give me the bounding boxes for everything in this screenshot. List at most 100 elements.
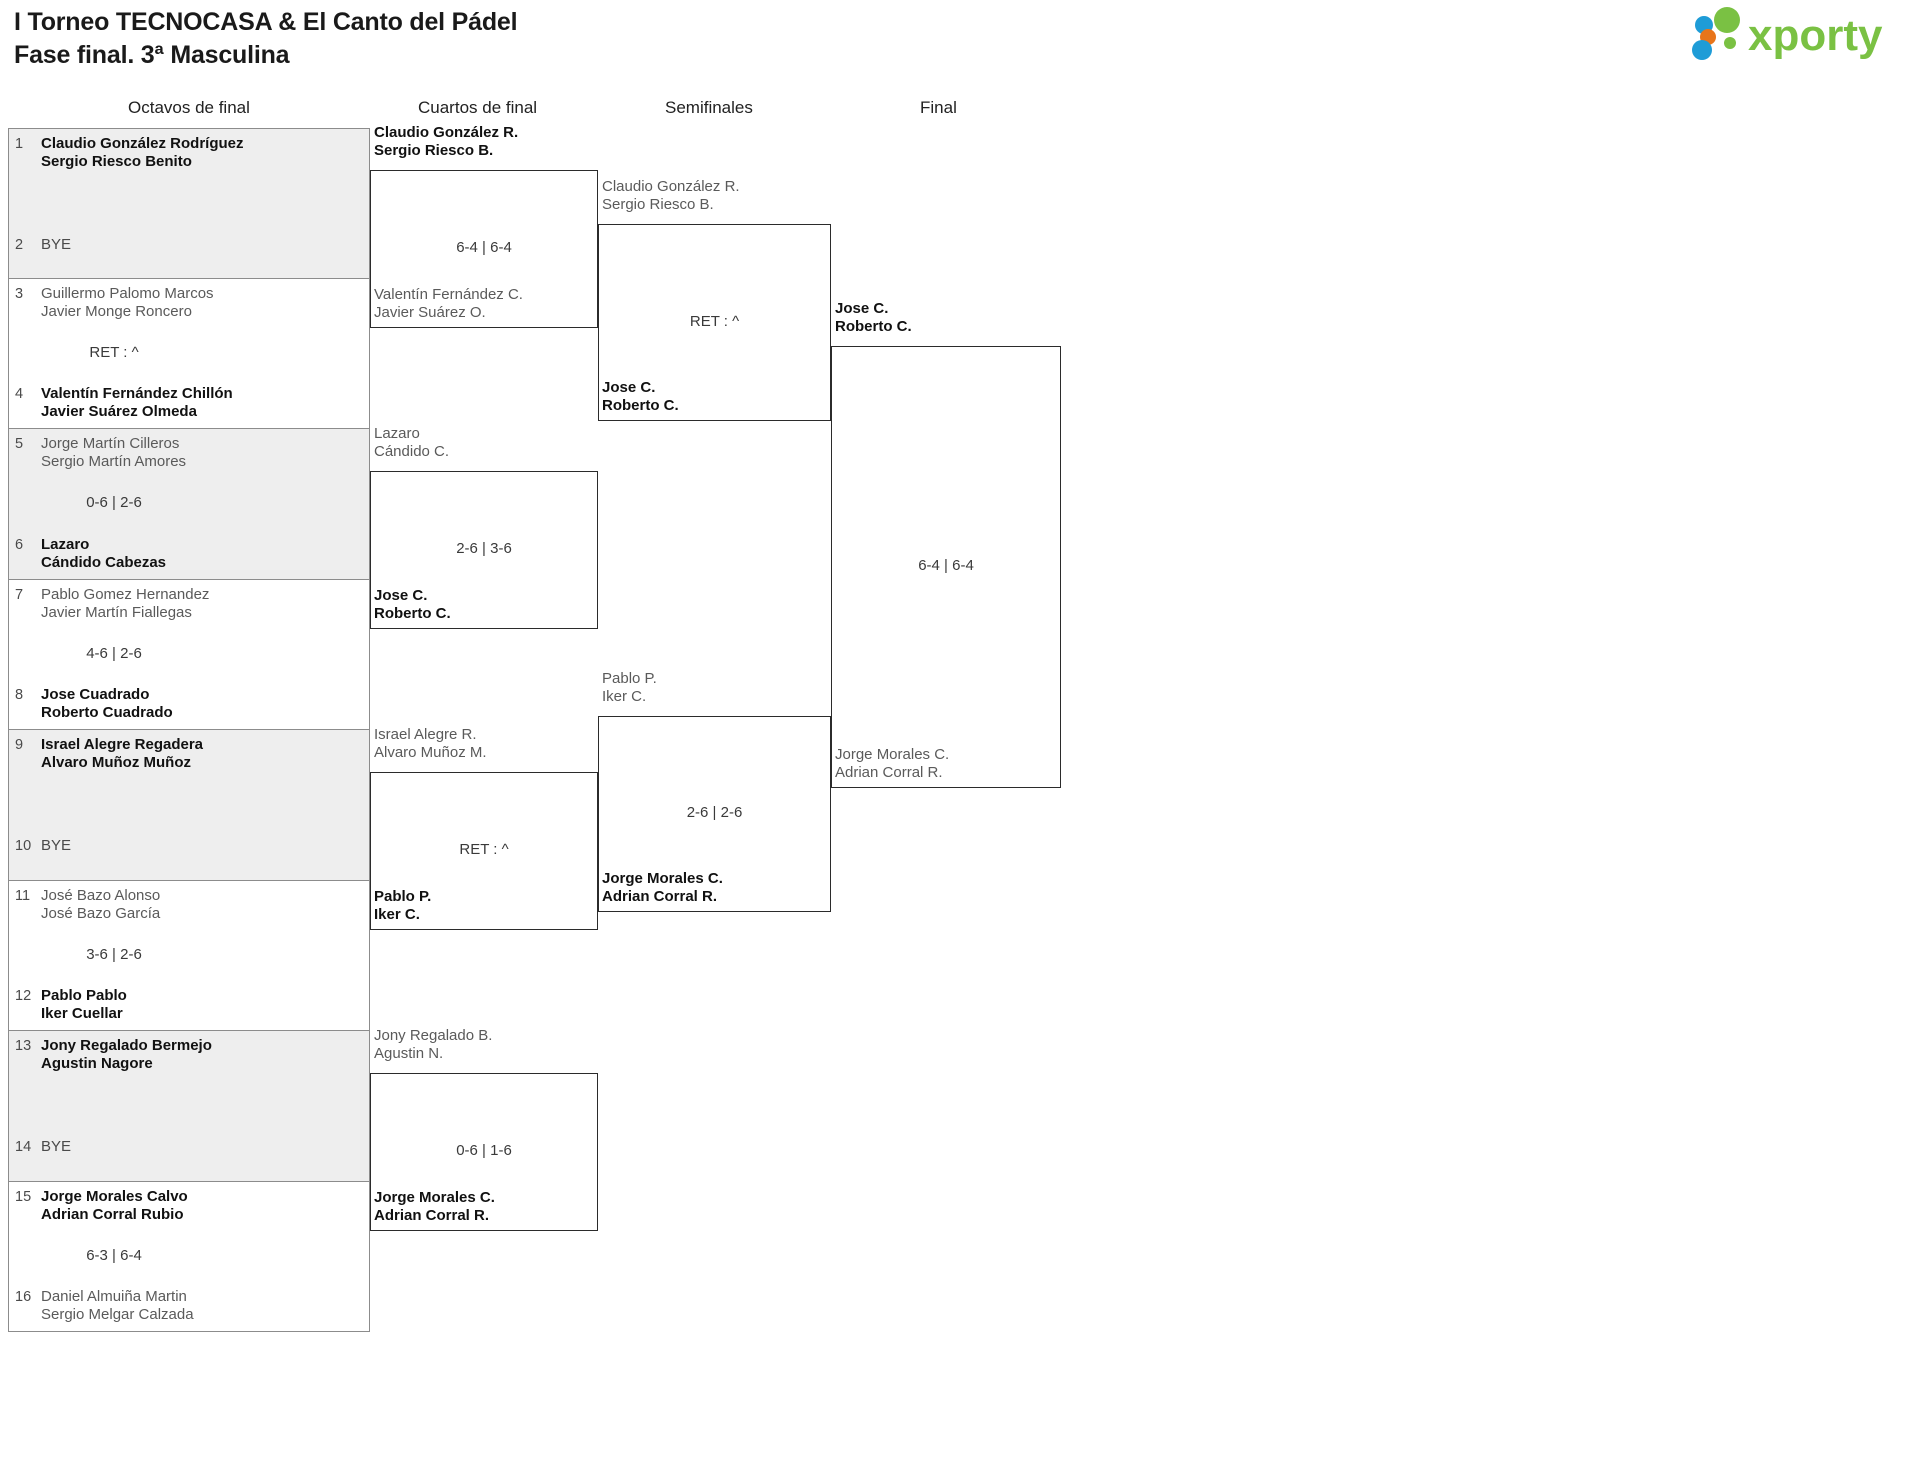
sf-2-team-top: Pablo P.Iker C. [602,670,657,707]
round-header-final: Final [920,98,957,117]
final-score: 6-4 | 6-4 [918,557,974,574]
qf-3-score: RET : ^ [459,841,509,858]
qf-1-team-bottom: Valentín Fernández C.Javier Suárez O. [374,286,523,323]
player-name: Adrian Corral Rubio [41,1205,184,1223]
player-name: Claudio González R. [602,178,740,195]
seed-number: 6 [15,536,24,553]
player-name: Jorge Martín Cilleros [41,435,180,452]
sf-2-box[interactable] [598,716,831,912]
seed-number: 12 [15,988,32,1004]
player-name: Cándido Cabezas [41,553,167,571]
match-score: 6-3 | 6-4 [86,1246,142,1264]
qf-4-box[interactable] [370,1073,598,1231]
player-name: Jony Regalado B. [374,1027,493,1044]
seed-number: 8 [15,687,24,703]
seed-number: 7 [15,586,24,603]
player-name: Valentín Fernández C. [374,286,523,303]
player-name: Sergio Martín Amores [41,453,187,471]
player-name: Claudio González Rodríguez [41,135,244,152]
final-box[interactable] [831,346,1061,788]
player-name: Adrian Corral R. [602,888,718,906]
round-header-cuartos: Cuartos de final [418,98,538,117]
player-name: Adrian Corral R. [835,764,943,782]
player-name: Jorge Morales C. [835,746,950,763]
qf-1-box[interactable] [370,170,598,328]
player-name: Jose C. [835,300,889,317]
match-score: 0-6 | 2-6 [86,494,142,512]
round-header-octavos: Octavos de final [128,98,250,117]
seed-number: 16 [15,1289,32,1305]
player-name: Pablo P. [602,670,657,687]
player-name: Roberto C. [374,605,451,623]
player-name: Lazaro [374,425,420,442]
tournament-subtitle: Fase final. 3ª Masculina [14,40,290,69]
sf-2-team-bottom: Jorge Morales C.Adrian Corral R. [602,870,723,907]
seed-number: 3 [15,285,24,302]
sf-1-box[interactable] [598,224,831,421]
logo-wordmark: xporty [1748,11,1883,60]
qf-2-box[interactable] [370,471,598,629]
team-names: BYE [41,837,71,855]
player-name: Pablo Pablo [41,987,127,1004]
player-name: Javier Martín Fiallegas [41,603,192,621]
qf-1-team-top: Claudio González R.Sergio Riesco B. [374,124,518,161]
player-name: Javier Suárez Olmeda [41,403,197,421]
qf-2-team-bottom: Jose C.Roberto C. [374,587,451,624]
seed-number: 15 [15,1188,32,1205]
xporty-logo[interactable]: xporty [1672,6,1902,68]
player-name: Sergio Riesco B. [374,142,494,160]
sf-2-score: 2-6 | 2-6 [686,804,743,821]
seed-number: 4 [15,386,24,402]
qf-3-box[interactable] [370,772,598,930]
qf-4-score: 0-6 | 1-6 [456,1142,512,1159]
seed-number: 5 [15,436,24,452]
player-name: Agustin Nagore [41,1055,153,1073]
page-title: I Torneo TECNOCASA & El Canto del Pádel … [14,6,518,71]
final-team-bottom: Jorge Morales C.Adrian Corral R. [835,746,949,783]
player-name: Jorge Morales C. [602,870,723,887]
player-name: Daniel Almuiña Martin [41,1288,187,1305]
seed-number: 1 [15,136,24,152]
player-name: Alvaro Muñoz M. [374,744,487,762]
player-name: Roberto Cuadrado [41,704,173,722]
sf-1-team-top: Claudio González R.Sergio Riesco B. [602,178,740,215]
qf-4-team-top: Jony Regalado B.Agustin N. [374,1027,492,1064]
player-name: Iker Cuellar [41,1005,123,1023]
player-name: Lazaro [41,535,90,553]
match-score: RET : ^ [89,343,139,361]
player-name: Iker C. [602,688,647,706]
match-score: 4-6 | 2-6 [86,644,142,662]
